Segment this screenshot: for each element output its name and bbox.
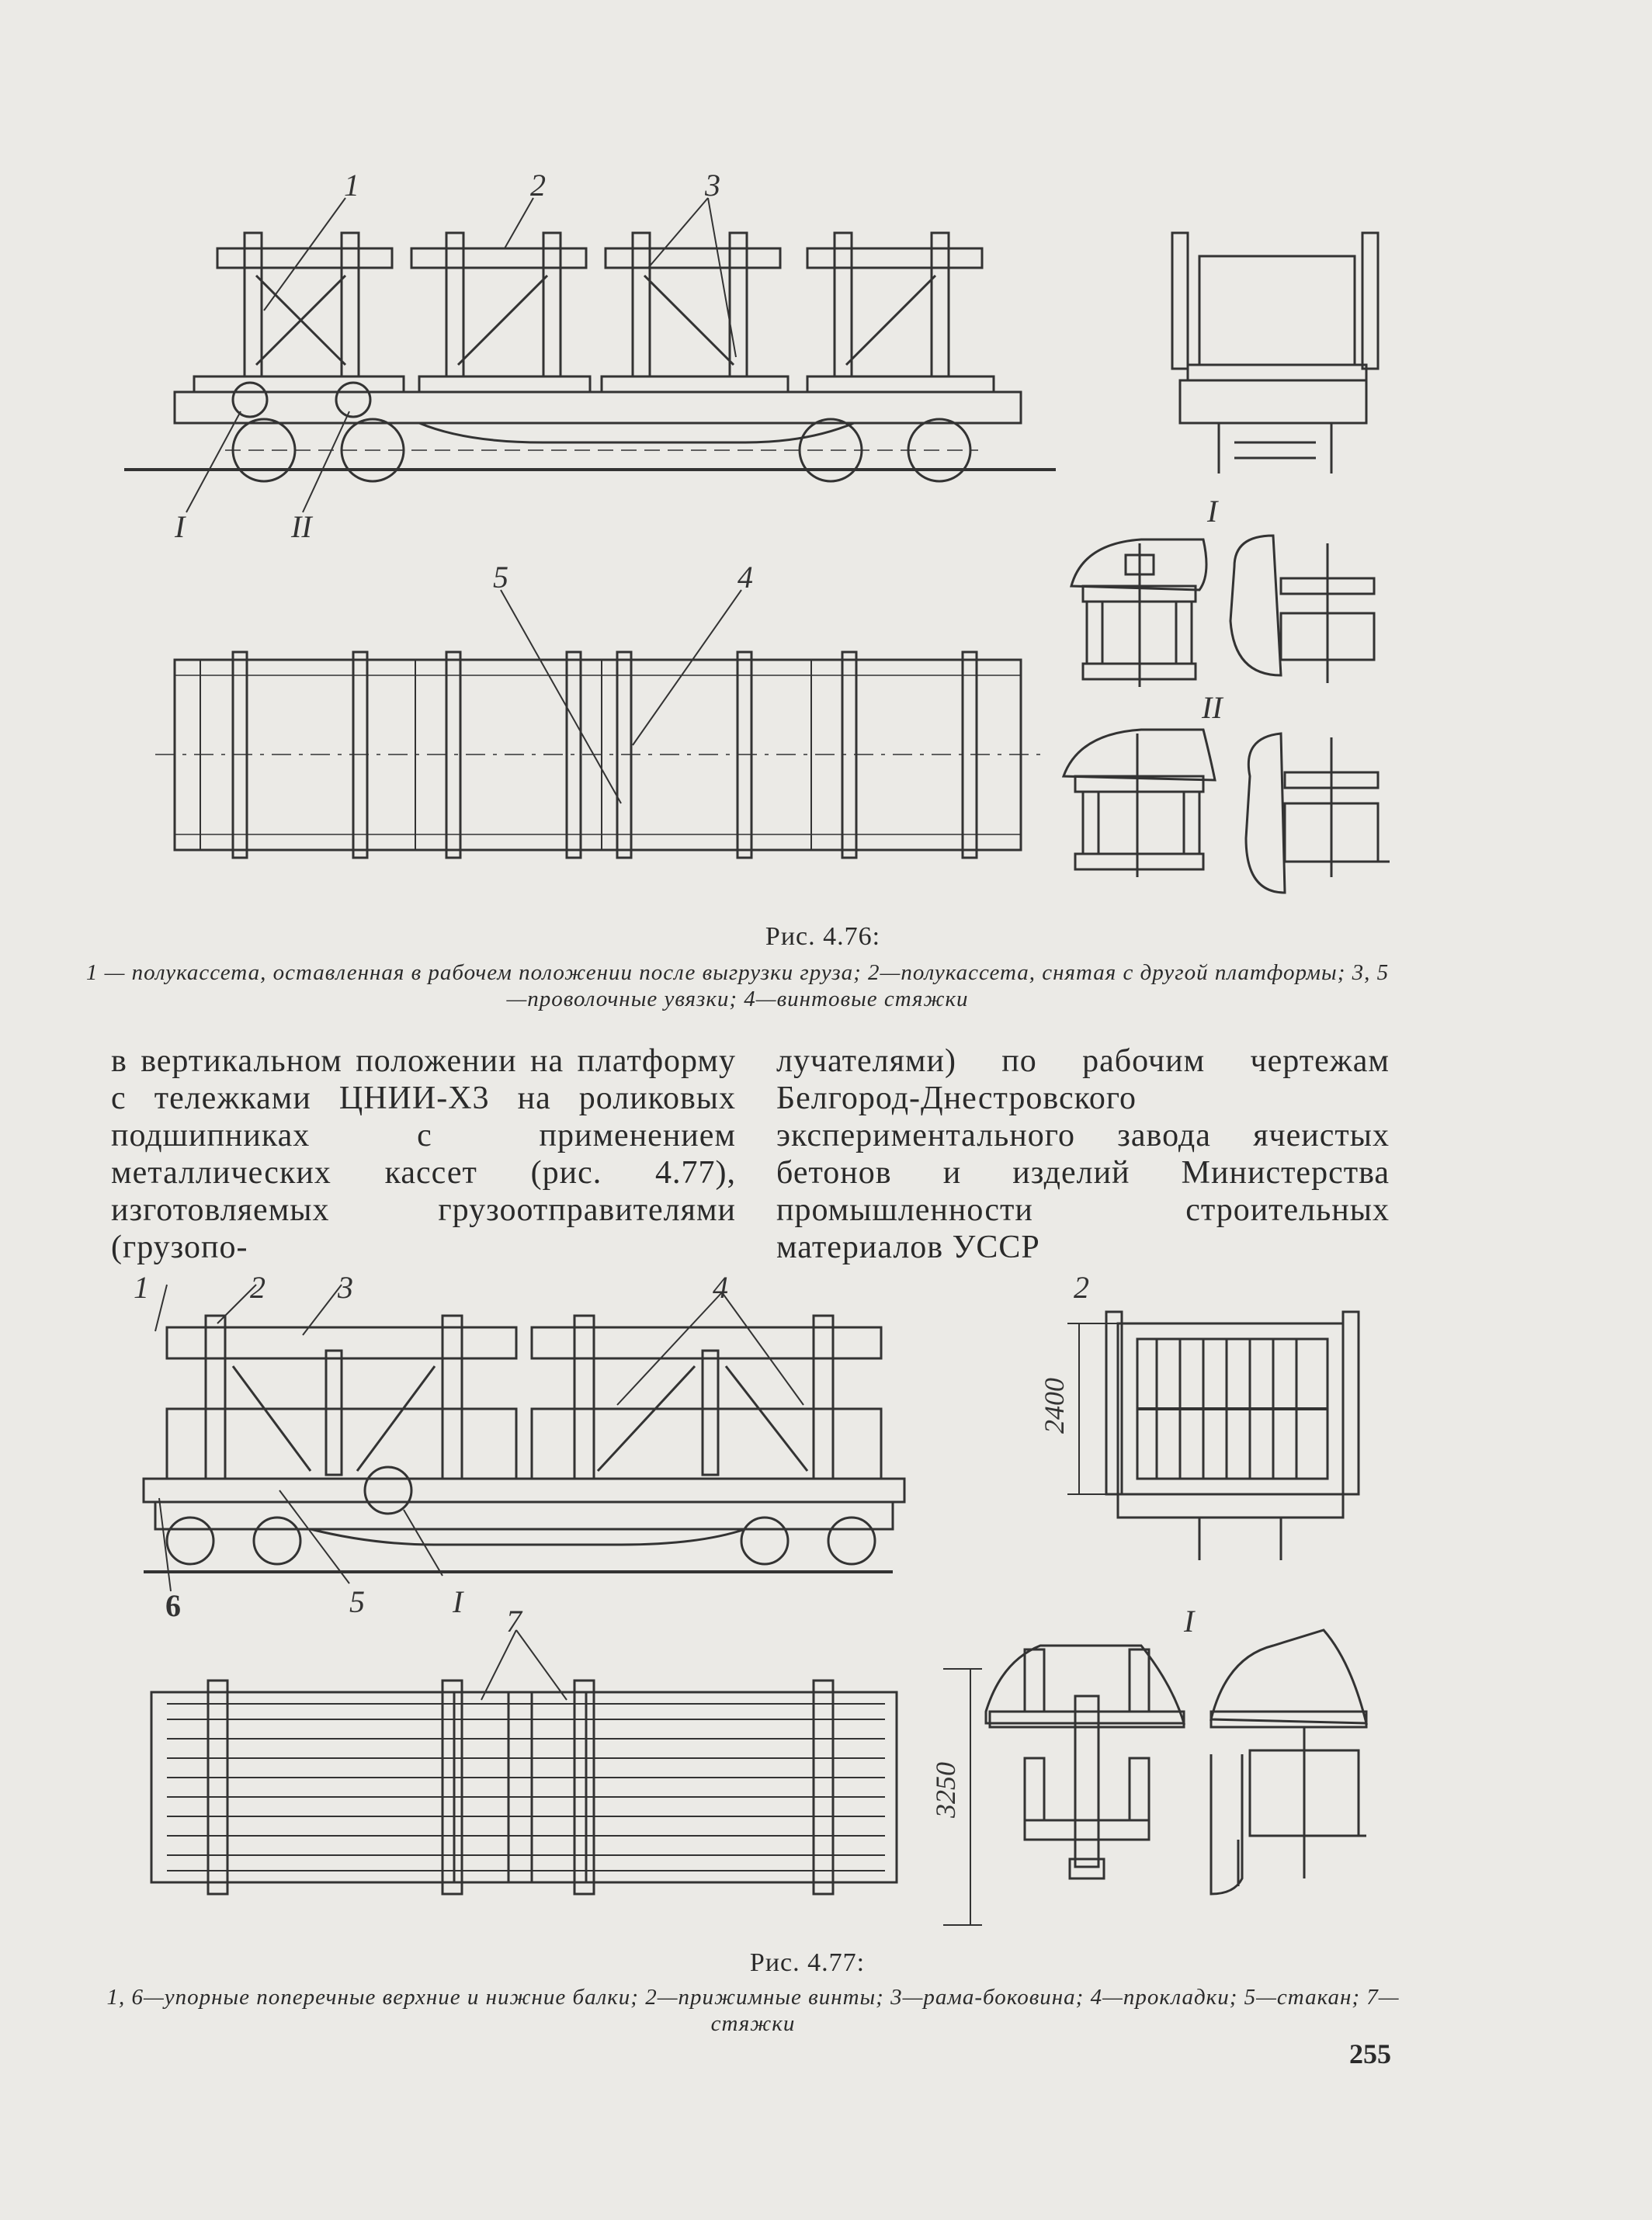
- fig476-label-4: 4: [738, 560, 753, 595]
- body-text-right: лучателями) по рабочим чертежам Белгород…: [776, 1043, 1390, 1265]
- fig477-detail-I: I: [1184, 1604, 1195, 1639]
- fig476-label-2: 2: [530, 168, 546, 203]
- fig476-detail-II: II: [1202, 690, 1223, 725]
- figure-4-76-drawing: [124, 197, 1390, 894]
- dimension-3250: 3250: [930, 1762, 961, 1818]
- fig476-title: Рис. 4.76:: [765, 922, 881, 951]
- fig477-label-7: 7: [506, 1604, 522, 1639]
- fig476-detail-I: I: [1207, 494, 1218, 529]
- fig476-label-3: 3: [705, 168, 720, 203]
- fig477-end-label-2: 2: [1074, 1270, 1089, 1305]
- body-text-left: в вертикальном положении на платформу с …: [111, 1043, 736, 1265]
- fig477-label-2: 2: [250, 1270, 266, 1305]
- fig476-label-1: 1: [344, 168, 359, 203]
- fig477-label-3: 3: [338, 1270, 353, 1305]
- fig477-label-6: 6: [165, 1588, 181, 1623]
- fig476-label-II: II: [291, 509, 312, 544]
- fig477-label-5: 5: [349, 1584, 365, 1619]
- fig477-label-1: 1: [134, 1270, 149, 1305]
- dimension-2400: 2400: [1039, 1378, 1070, 1434]
- fig477-label-4: 4: [713, 1270, 728, 1305]
- fig476-label-I: I: [175, 509, 186, 544]
- fig476-caption: 1 — полукассета, оставленная в рабочем п…: [85, 960, 1390, 1011]
- fig477-label-I: I: [453, 1584, 463, 1619]
- fig476-label-5: 5: [493, 560, 508, 595]
- fig477-caption: 1, 6—упорные поперечные верхние и нижние…: [106, 1985, 1400, 2036]
- fig477-title: Рис. 4.77:: [749, 1948, 866, 1977]
- page-number: 255: [1349, 2038, 1391, 2069]
